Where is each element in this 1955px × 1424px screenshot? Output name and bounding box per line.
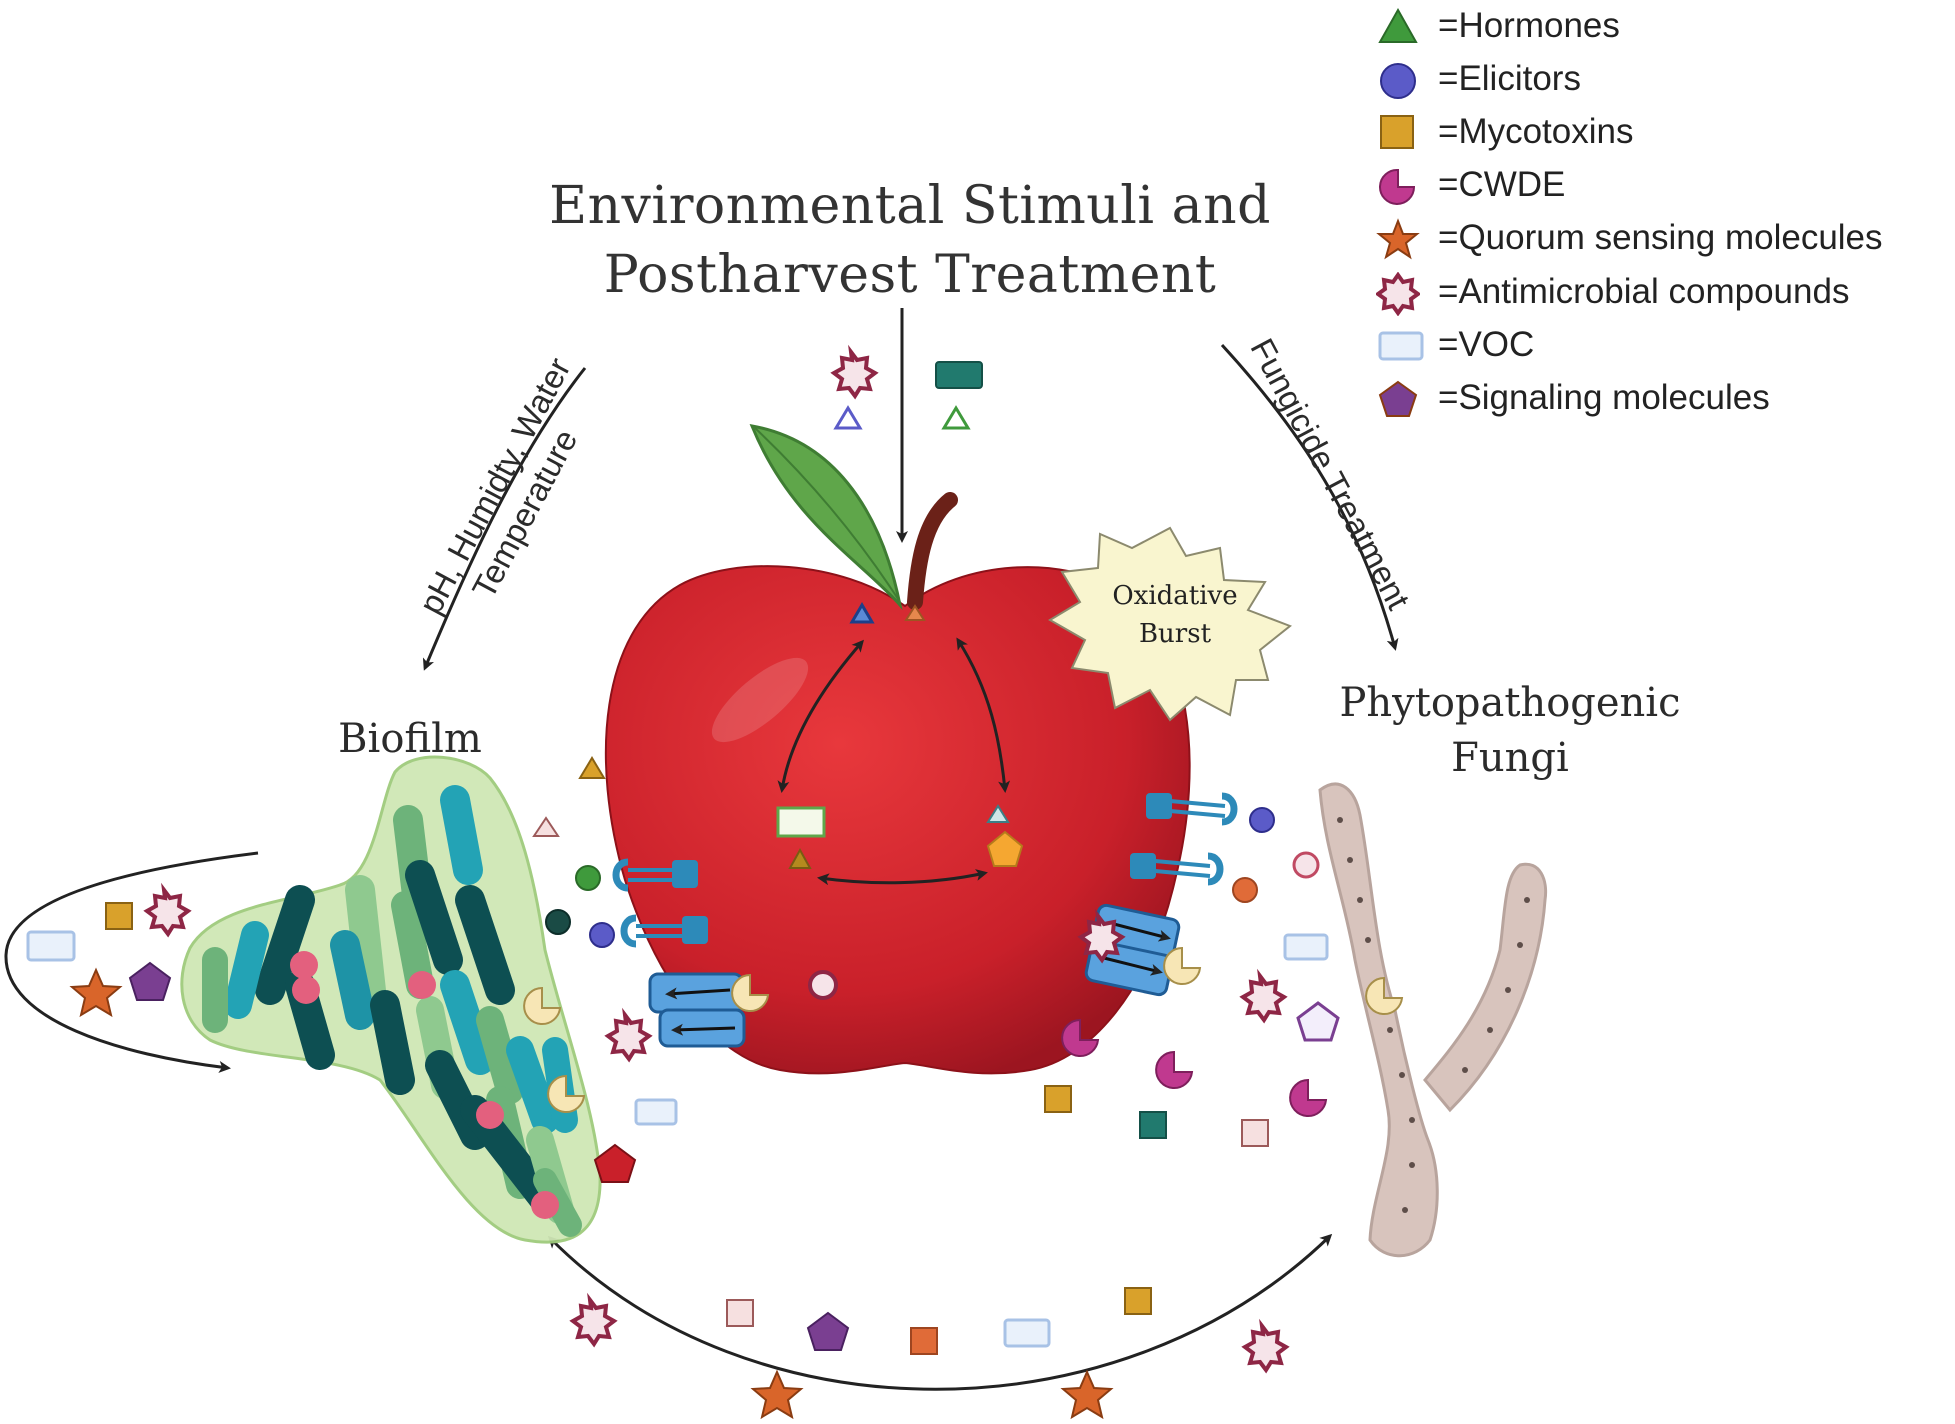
biofilm-cluster <box>180 755 602 1244</box>
pentagon-icon <box>1378 380 1418 417</box>
right-receptors <box>1130 792 1238 886</box>
left-receptors <box>612 858 708 948</box>
legend-item-mycotoxins: =Mycotoxins <box>1376 108 1955 158</box>
pacman-icon <box>1379 168 1416 205</box>
legend-item-hormones: =Hormones <box>1376 2 1955 52</box>
left-environment-arrow <box>422 367 587 671</box>
spiky-circle-icon <box>1376 272 1420 316</box>
square-icon <box>1380 115 1414 149</box>
diagram-title-line2: Postharvest Treatment <box>603 245 1217 305</box>
apple-stem <box>907 492 958 610</box>
star-icon <box>1376 218 1420 260</box>
rectangle-icon <box>1378 331 1424 361</box>
legend-item-cwde: =CWDE <box>1376 161 1955 211</box>
fungi-label-line2: Fungi <box>1451 735 1569 781</box>
antimicrobial-shape <box>830 344 879 400</box>
legend-item-quorum: =Quorum sensing molecules <box>1376 214 1955 264</box>
apple-leaf <box>749 424 903 611</box>
legend-item-elicitors: =Elicitors <box>1376 55 1955 105</box>
left-loop-arrow <box>4 851 259 1073</box>
fungi-label-line1: Phytopathogenic <box>1339 680 1681 726</box>
legend-item-voc: =VOC <box>1376 321 1955 371</box>
legend-item-signaling: =Signaling molecules <box>1376 374 1955 424</box>
triangle-icon <box>1378 7 1418 43</box>
apple <box>604 424 1191 1075</box>
oxidative-burst-label: Oxidative Burst <box>1112 581 1238 649</box>
circle-icon <box>1380 63 1416 99</box>
right-fungicide-arrow <box>1220 343 1399 651</box>
legend-item-antimicrobial: =Antimicrobial compounds <box>1376 268 1955 318</box>
oxidative-burst <box>1048 526 1292 722</box>
bottom-interaction-arrow <box>547 1233 1333 1391</box>
left-transporter <box>648 972 770 1048</box>
diagram-title-line1: Environmental Stimuli and <box>549 176 1271 236</box>
right-transporter <box>1077 903 1202 997</box>
biofilm-label: Biofilm <box>338 716 482 762</box>
fungi-hyphae <box>1318 782 1548 1258</box>
